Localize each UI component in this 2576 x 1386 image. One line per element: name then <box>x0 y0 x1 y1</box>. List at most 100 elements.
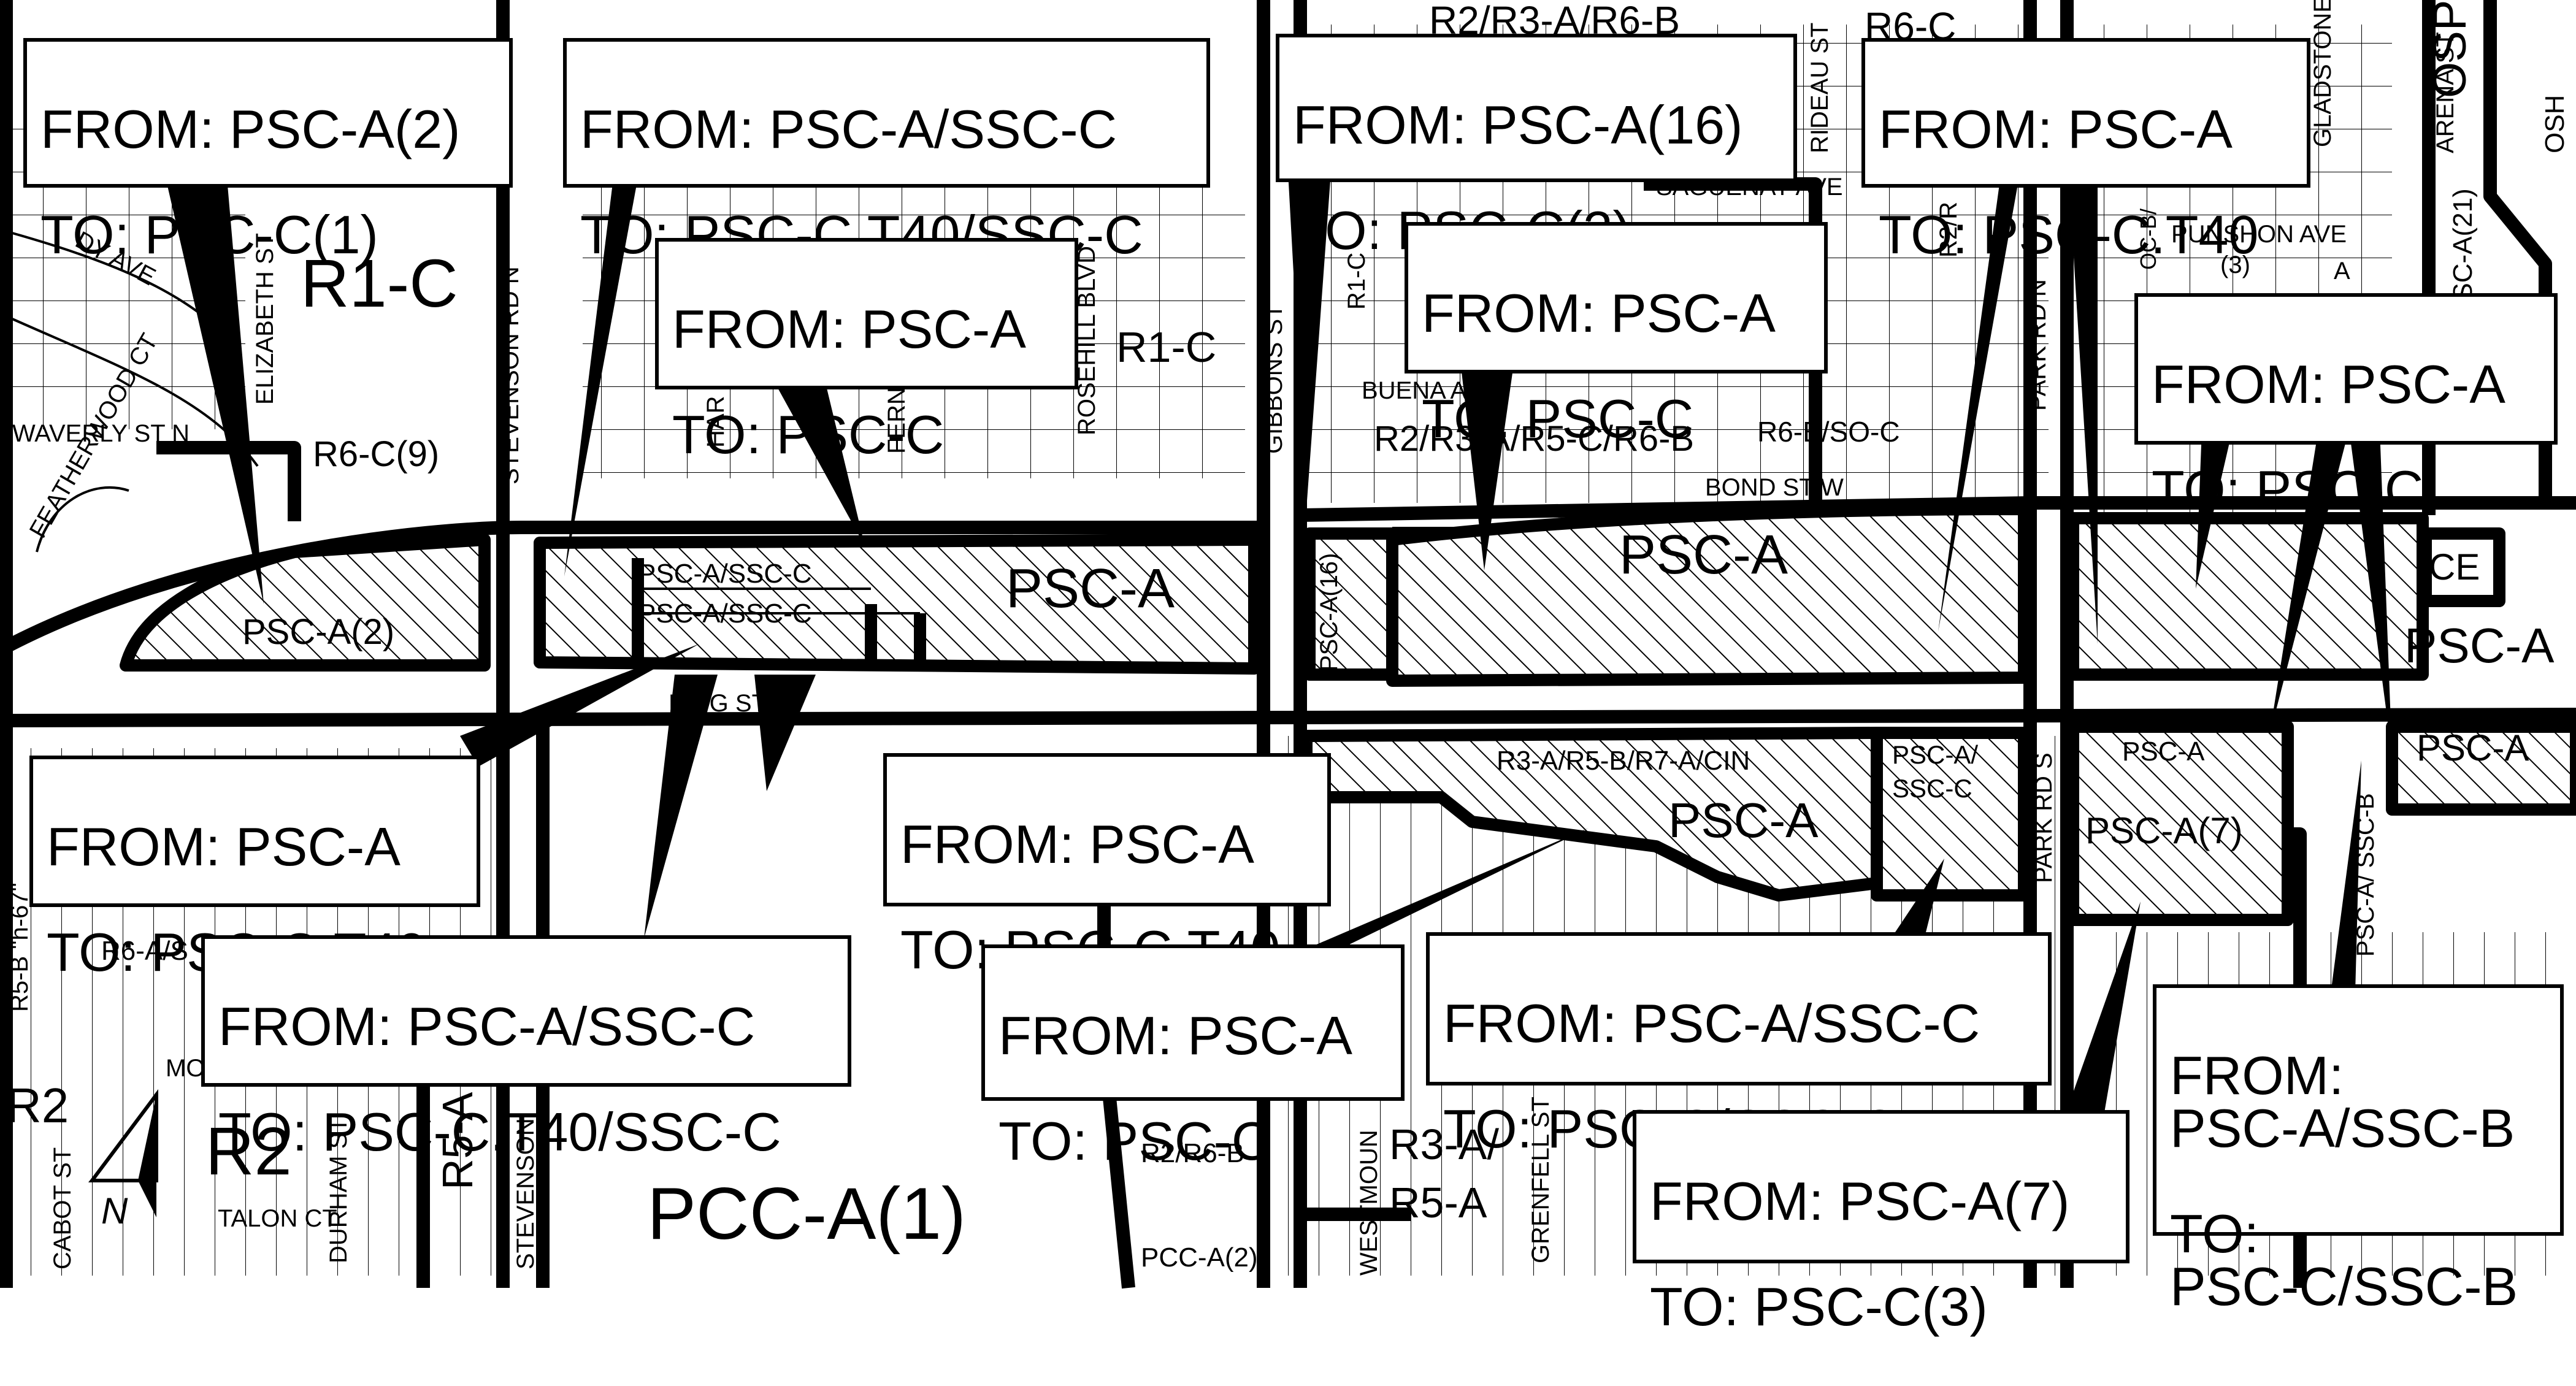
zone-r2-small: R2 <box>6 1078 69 1133</box>
zone-psca-ssc-upper: PSC-A/SSC-C <box>638 559 812 589</box>
zone-r6b-soc: R6-B/SO-C <box>1757 416 1900 448</box>
callout-14-to: TO: PSC-C/SSC-B <box>2170 1203 2518 1317</box>
street-rideau-st: RIDEAU ST <box>1806 23 1833 153</box>
callout-12-from: FROM: PSC-A/SSC-C <box>1443 993 1980 1054</box>
zone-r2-large: R2 <box>205 1114 292 1189</box>
callout-12: FROM: PSC-A/SSC-C TO: PSC-C/SSC-C <box>1426 932 2052 1156</box>
callout-13-from: FROM: PSC-A(7) <box>1650 1171 2070 1231</box>
callout-14-from: FROM: PSC-A/SSC-B <box>2170 1045 2515 1158</box>
callout-7: FROM: PSC-A TO: PSC-C <box>2134 293 2558 517</box>
callout-8: FROM: PSC-A TO: PSC-C.T40 <box>29 756 480 979</box>
zone-psca-se2: PSC-A <box>2417 727 2529 768</box>
zone-ocb: OC-B/ <box>2136 209 2161 270</box>
zone-psca-se1: PSC-A <box>2122 737 2205 767</box>
street-cabot-st: CABOT ST <box>49 1147 76 1269</box>
street-westmount: WESTMOUN <box>1355 1130 1382 1276</box>
zone-osp: OSP <box>2424 0 2476 98</box>
zone-psca-ssc-south-2: SSC-C <box>1892 774 1972 803</box>
zone-r5b-h67: R5-B "h-67" <box>6 883 33 1012</box>
zone-r6a-s: R6-A/S <box>101 936 188 966</box>
leader-pointers <box>166 147 2392 1116</box>
street-elizabeth-st: ELIZABETH ST <box>251 233 278 405</box>
callout-6: FROM: PSC-A TO: PSC-C <box>1405 222 1828 446</box>
zone-labels: R1-C R1-C R6-C(9) PSC-A(2) PSC-A/SSC-C P… <box>6 0 2570 1273</box>
street-stevenson-rd-n: STEVENSON RD N <box>497 266 524 484</box>
zone-r2r3a-r5c-r6b: R2/R3-A/R5-C/R6-B <box>1374 419 1694 459</box>
callout-6-from: FROM: PSC-A <box>1422 283 1776 343</box>
callout-3: FROM: PSC-A(16) TO: PSC-C(2) <box>1276 34 1797 258</box>
zone-psca2: PSC-A(2) <box>242 612 394 652</box>
hatched-parcels <box>120 503 2576 926</box>
zone-boundaries <box>632 527 2505 668</box>
zone-pcca2: PCC-A(2) <box>1141 1242 1258 1273</box>
zone-r1c-vertical: R1-C <box>1343 253 1370 310</box>
zone-psca-south: PSC-A <box>1668 793 1819 848</box>
zone-r5a: R5-A <box>434 1092 481 1190</box>
callout-1-to: TO: PSC-C(1) <box>40 204 378 265</box>
callout-13-to: TO: PSC-C(3) <box>1650 1276 1988 1337</box>
callout-11: FROM: PSC-A TO: PSC-C <box>981 944 1405 1168</box>
callout-3-from: FROM: PSC-A(16) <box>1293 94 1743 155</box>
zone-3: (3) <box>2220 251 2250 278</box>
zone-r2r6b: R2/R6-B <box>1141 1138 1244 1168</box>
callout-5-from: FROM: PSC-A <box>672 299 1026 359</box>
callout-10-to: TO: PSC-C.T40/SSC-C <box>218 1101 781 1162</box>
callout-11-from: FROM: PSC-A <box>999 1005 1352 1066</box>
zone-r1c-small: R1-C <box>1116 323 1216 371</box>
north-arrow-label: N <box>101 1190 128 1231</box>
street-stevenson: STEVENSON <box>512 1118 539 1269</box>
zone-psca7: PSC-A(7) <box>2085 810 2243 851</box>
street-gibbons-st: GIBBONS ST <box>1260 304 1287 454</box>
north-arrow: N <box>88 1089 158 1231</box>
callout-5: FROM: PSC-A TO: PSC-C <box>655 238 1078 462</box>
callout-10-from: FROM: PSC-A/SSC-C <box>218 996 756 1057</box>
street-fern: FERN <box>883 387 910 454</box>
street-buena-ave: BUENA AVE <box>1362 377 1498 404</box>
street-durham-st: DURHAM ST <box>325 1117 352 1263</box>
callout-2: FROM: PSC-A/SSC-C TO: PSC-C.T40/SSC-C <box>563 38 1210 262</box>
street-park-rd-n: PARK RD N <box>2024 279 2051 411</box>
callout-8-from: FROM: PSC-A <box>47 816 401 877</box>
zone-osh: OSH <box>2540 95 2570 153</box>
street-grenfell-st: GRENFELL ST <box>1527 1097 1554 1263</box>
callout-2-from: FROM: PSC-A/SSC-C <box>580 99 1117 159</box>
zone-pcca1: PCC-A(1) <box>647 1173 966 1255</box>
callout-4: FROM: PSC-A TO: PSC-C.T40 <box>1861 38 2310 262</box>
street-har: HAR <box>702 396 729 448</box>
zone-psca-ssc-south-1: PSC-A/ <box>1892 740 1978 769</box>
street-park-rd-s: PARK RD S <box>2030 752 2057 883</box>
zone-psca16: PSC-A(16) <box>1316 553 1343 672</box>
callout-7-to: TO: PSC-C <box>2152 459 2424 520</box>
zone-r1c-large: R1-C <box>301 246 458 321</box>
street-punshon-ave: PUNSHON AVE <box>2171 221 2347 248</box>
zoning-map: N KING ST W BOND ST W BUENA AVE SAGUENAY… <box>0 0 2576 1334</box>
street-bond-st-w: BOND ST W <box>1705 474 1844 501</box>
zone-a: A <box>2334 258 2350 285</box>
callout-9: FROM: PSC-A TO: PSC-C.T40 <box>883 753 1331 977</box>
zone-r3a-r5a-1: R3-A/ <box>1389 1120 1499 1168</box>
zone-ce: CE <box>2429 546 2480 588</box>
callout-11-to: TO: PSC-C <box>999 1111 1271 1171</box>
callout-13: FROM: PSC-A(7) TO: PSC-C(3) <box>1633 1110 2129 1334</box>
zone-r3a-r5a-2: R5-A <box>1389 1179 1487 1227</box>
zone-psca-sscb: PSC-A/ SSC-B <box>2352 793 2379 957</box>
callout-7-from: FROM: PSC-A <box>2152 354 2505 415</box>
callout-1-from: FROM: PSC-A(2) <box>40 99 461 159</box>
street-talon-ct: TALON CT <box>218 1205 337 1232</box>
street-gladstone-ave: GLADSTONE AVE <box>2309 0 2336 147</box>
zone-psca-east: PSC-A <box>2404 618 2555 673</box>
callout-5-to: TO: PSC-C <box>672 404 945 465</box>
callout-14: FROM: PSC-A/SSC-B TO: PSC-C/SSC-B <box>2153 984 2564 1314</box>
callout-6-to: TO: PSC-C <box>1422 388 1694 449</box>
zone-r3a-cin: R3-A/R5-B/R7-A/CIN <box>1497 746 1750 776</box>
street-king-st-w: KING ST W <box>669 690 796 717</box>
street-arena-st: ARENA ST <box>2432 32 2459 153</box>
callout-4-to: TO: PSC-C.T40 <box>1879 204 2259 265</box>
zone-r2r: R2/R <box>1935 202 1962 258</box>
callout-10: FROM: PSC-A/SSC-C TO: PSC-C.T40/SSC-C <box>201 935 851 1159</box>
zone-psca-middle: PSC-A <box>1006 558 1175 619</box>
callout-1: FROM: PSC-A(2) TO: PSC-C(1) <box>23 38 513 262</box>
zone-psca-bond: PSC-A <box>1619 524 1788 586</box>
callout-4-from: FROM: PSC-A <box>1879 99 2233 159</box>
zone-r6c9: R6-C(9) <box>313 434 439 474</box>
